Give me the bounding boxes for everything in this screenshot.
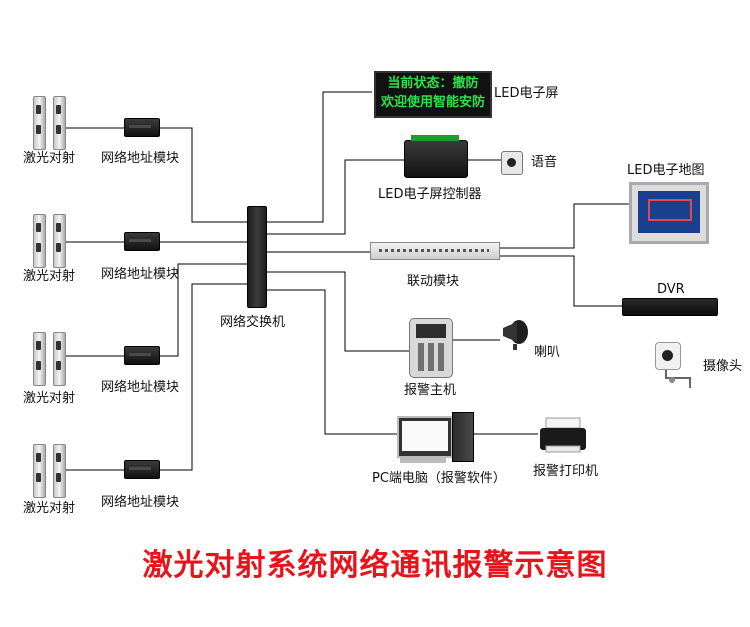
printer-label: 报警打印机 xyxy=(533,464,599,479)
camera-bracket xyxy=(665,370,691,388)
speaker-icon xyxy=(501,151,523,175)
dvr-label: DVR xyxy=(657,282,685,297)
dvr-device xyxy=(622,298,718,316)
network-switch xyxy=(247,206,267,308)
laser-beam-receiver xyxy=(53,214,66,268)
laser-beam-emitter xyxy=(33,214,46,268)
linkage-module xyxy=(370,242,500,260)
module-label: 网络地址模块 xyxy=(101,495,180,510)
alarm-host-keypad xyxy=(409,318,453,378)
network-address-module xyxy=(124,460,160,479)
network-address-module xyxy=(124,346,160,365)
laser-beam-emitter xyxy=(33,96,46,150)
laser-pair-label: 激光对射 xyxy=(23,151,76,166)
module-label: 网络地址模块 xyxy=(101,151,180,166)
horn-icon xyxy=(503,320,528,350)
printer-icon xyxy=(540,417,586,453)
laser-beam-receiver xyxy=(53,96,66,150)
pc-tower xyxy=(452,412,474,462)
voice-label: 语音 xyxy=(531,155,558,170)
pc-monitor xyxy=(397,416,453,458)
laser-pair-label: 激光对射 xyxy=(23,391,76,406)
laser-beam-receiver xyxy=(53,332,66,386)
diagram-title: 激光对射系统网络通讯报警示意图 xyxy=(142,548,608,583)
pc-label: PC端电脑（报警软件） xyxy=(372,471,506,486)
pc-keyboard xyxy=(400,458,446,463)
horn-label: 喇叭 xyxy=(534,345,561,360)
led-controller-label: LED电子屏控制器 xyxy=(378,187,482,202)
led-map-display xyxy=(629,182,709,244)
led-screen-line1: 当前状态：撤防 xyxy=(387,76,479,91)
led-controller xyxy=(404,135,468,178)
led-map-label: LED电子地图 xyxy=(627,163,705,178)
switch-label: 网络交换机 xyxy=(220,315,286,330)
camera-icon xyxy=(655,342,681,370)
laser-pair-label: 激光对射 xyxy=(23,501,76,516)
laser-beam-emitter xyxy=(33,444,46,498)
laser-beam-receiver xyxy=(53,444,66,498)
alarm-host-label: 报警主机 xyxy=(404,383,457,398)
network-address-module xyxy=(124,118,160,137)
network-address-module xyxy=(124,232,160,251)
laser-beam-emitter xyxy=(33,332,46,386)
camera-label: 摄像头 xyxy=(703,359,743,374)
led-screen-label: LED电子屏 xyxy=(494,86,559,101)
led-screen: 当前状态：撤防 欢迎使用智能安防 xyxy=(374,71,492,118)
led-screen-line2: 欢迎使用智能安防 xyxy=(380,95,485,110)
module-label: 网络地址模块 xyxy=(101,380,180,395)
linkage-label: 联动模块 xyxy=(407,274,460,289)
laser-pair-label: 激光对射 xyxy=(23,269,76,284)
module-label: 网络地址模块 xyxy=(101,267,180,282)
